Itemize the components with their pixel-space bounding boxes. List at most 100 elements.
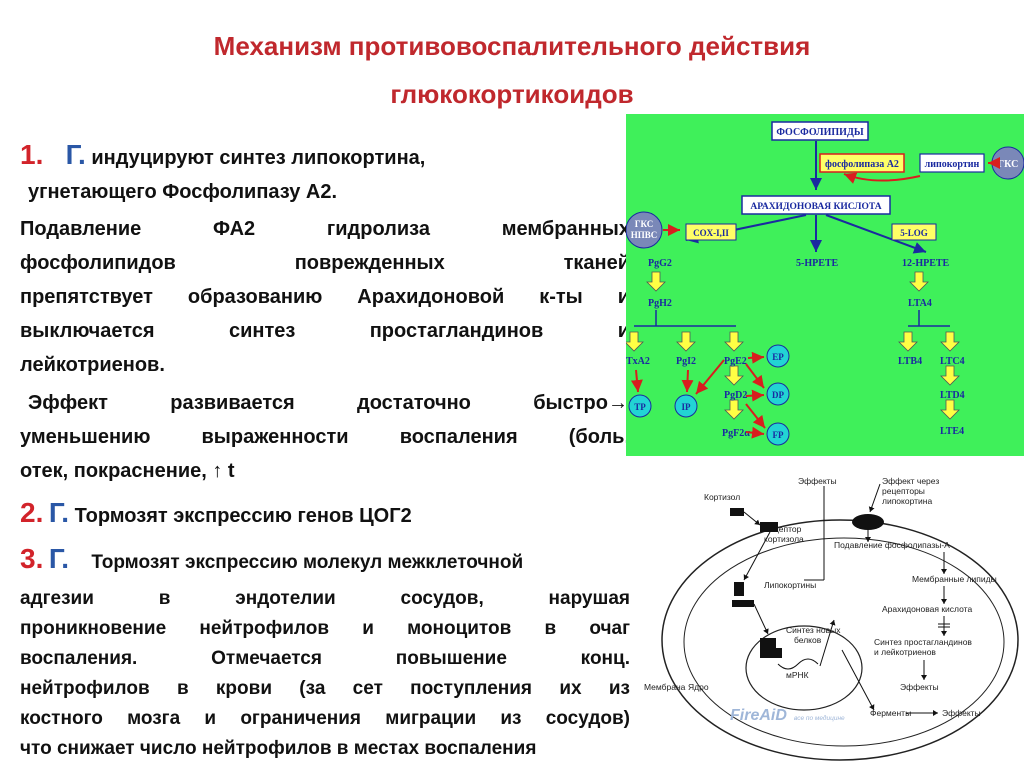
nucleus-outline — [745, 625, 863, 711]
point3-body-1: проникновение нейтрофилов и моноцитов в … — [20, 618, 630, 639]
lta4-label: LTA4 — [908, 298, 932, 309]
point3-body-5: что снижает число нейтрофилов в местах в… — [20, 738, 537, 759]
enzymes-label: Ферменты — [870, 708, 911, 718]
point1-line2: угнетающего Фосфолипазу А2. — [28, 181, 338, 203]
receptor-label-2: кортизола — [764, 534, 804, 544]
fireaid-logo: FireAiD — [730, 707, 787, 724]
arrow-ltd4 — [940, 365, 960, 386]
pla2-box — [819, 153, 905, 173]
point1-header: 1. Г. индуцируют синтез липокортина, — [20, 138, 620, 175]
effect-via-label-2: рецепторы — [882, 486, 925, 496]
phospholipids-label: ФОСФОЛИПИДЫ — [776, 127, 863, 138]
membrane-label: Мембрана — [644, 682, 686, 692]
pgh2-label: PgH2 — [648, 298, 672, 309]
log5-box — [891, 223, 937, 241]
mrna-label: мРНК — [786, 670, 809, 680]
point3-body-2: воспаления. Отмечается повышение конц. — [20, 648, 630, 669]
ep-label: EP — [772, 352, 784, 362]
arrow-hpete-lta4 — [909, 271, 929, 292]
cortisol-cell-diagram: Кортизол Эффекты Эффект через рецепторы … — [644, 470, 1024, 767]
ltc4-label: LTC4 — [940, 356, 965, 367]
fireaid-sub: все по медицине — [794, 714, 845, 722]
gks-label: ГКС — [998, 159, 1019, 170]
lte4-label: LTE4 — [940, 426, 964, 437]
dna-complex — [760, 638, 782, 658]
synth-label-2: белков — [794, 635, 822, 645]
dp-label: DP — [772, 390, 784, 400]
effects-mid-label: Эффекты — [900, 682, 939, 692]
arrow-ltc4 — [940, 331, 960, 352]
receptor-label-1: Рецептор — [764, 524, 802, 534]
effect-via-label-3: липокортина — [882, 496, 932, 506]
synth-label-1: Синтез новых — [786, 625, 841, 635]
pge2-label: PgE2 — [724, 356, 747, 367]
point2-text: Тормозят экспрессию генов ЦОГ2 — [74, 505, 412, 527]
tp-receptor — [628, 394, 652, 418]
point1-body-1: фосфолипидов поврежденных тканей — [20, 252, 630, 274]
arach-acid-label: Арахидоновая кислота — [882, 604, 972, 614]
point1-line1: индуцируют синтез липокортина, — [91, 147, 426, 169]
pgd2-label: PgD2 — [724, 390, 747, 401]
point1-g: Г. — [65, 139, 86, 170]
arrow-pgf2a — [724, 399, 744, 420]
hpete5-label: 5-HPETE — [796, 258, 839, 269]
lipocortin-receptor — [852, 514, 884, 530]
ip-receptor — [674, 394, 698, 418]
point3-body-4: костного мозга и ограничения миграции из… — [20, 708, 630, 729]
point2-number: 2. — [20, 497, 44, 528]
point3-first: Тормозят экспрессию молекул межклеточной — [91, 552, 524, 573]
cortisol-label: Кортизол — [704, 492, 740, 502]
ep-receptor — [766, 344, 790, 368]
effect-via-label-1: Эффект через — [882, 476, 939, 486]
pla-suppress-label: Подавление фосфолипазы-А — [834, 540, 950, 550]
gks-nsaid-label-1: ГКС — [635, 219, 654, 229]
membrane-lipids-label: Мембранные липиды — [912, 574, 997, 584]
pla2-label: фосфолипаза A2 — [825, 159, 899, 170]
nucleus-label: Ядро — [688, 682, 709, 692]
lipocortin-box — [919, 153, 985, 173]
point1-effect-1: уменьшению выраженности воспаления (боль… — [20, 426, 630, 448]
arachidonic-cascade-diagram: ФОСФОЛИПИДЫ фосфолипаза A2 липокортин ГК… — [626, 114, 1024, 456]
txa2-label: TxA2 — [626, 356, 650, 367]
cox-label: COX-I,II — [693, 228, 729, 238]
cell-inner-membrane — [683, 537, 1005, 747]
pgi2-label: PgI2 — [676, 356, 696, 367]
point3-number: 3. — [20, 543, 44, 574]
receptor-block — [760, 522, 778, 532]
hpete12-label: 12-HPETE — [902, 258, 950, 269]
slide-title-line1: Механизм противовоспалительного действия — [213, 31, 811, 61]
arrow-pgi2 — [676, 331, 696, 352]
point3-g: Г. — [48, 543, 70, 574]
ip-label: IP — [682, 402, 692, 412]
gks-nsaid-label-2: НПВС — [631, 230, 658, 240]
point1-effect-2: отек, покраснение, ↑ t — [20, 460, 235, 482]
point1-effect-0: Эффект развивается достаточно быстро→ — [28, 392, 628, 414]
effects-bottom-label: Эффекты — [942, 708, 981, 718]
lipocortin-label: липокортин — [925, 159, 980, 170]
point3-body-0: адгезии в эндотелии сосудов, нарушая — [20, 588, 630, 609]
pgf2a-label: PgF2α — [722, 428, 750, 439]
point1-body-3: выключается синтез простагландинов и — [20, 320, 630, 342]
point1-body-4: лейкотриенов. — [20, 354, 165, 376]
arachidonic-box — [741, 195, 891, 215]
ltd4-label: LTD4 — [940, 390, 965, 401]
cell-membrane — [661, 519, 1019, 761]
pgg2-label: PgG2 — [648, 258, 672, 269]
point1-body-2: препятствует образованию Арахидоновой к-… — [20, 286, 630, 308]
slide-title-line2: глюкокортикоидов — [390, 79, 634, 109]
arrow-txa2 — [626, 331, 644, 352]
cox-box — [685, 223, 737, 241]
fp-receptor — [766, 422, 790, 446]
arrow-ltb4 — [898, 331, 918, 352]
effects-top-label: Эффекты — [798, 476, 837, 486]
cortisol-molecule — [730, 508, 744, 516]
point2: 2. Г. Тормозят экспрессию генов ЦОГ2 — [20, 496, 412, 533]
pg-synth-label-2: и лейкотриенов — [874, 647, 936, 657]
point2-g: Г. — [48, 497, 70, 528]
log5-label: 5-LOG — [900, 228, 928, 238]
gks-nsaid-circle — [626, 211, 663, 249]
arrow-pge2 — [724, 331, 744, 352]
complex-block-2 — [732, 600, 754, 607]
tp-label: TP — [634, 402, 646, 412]
arachidonic-label: АРАХИДОНОВАЯ КИСЛОТА — [750, 202, 881, 212]
